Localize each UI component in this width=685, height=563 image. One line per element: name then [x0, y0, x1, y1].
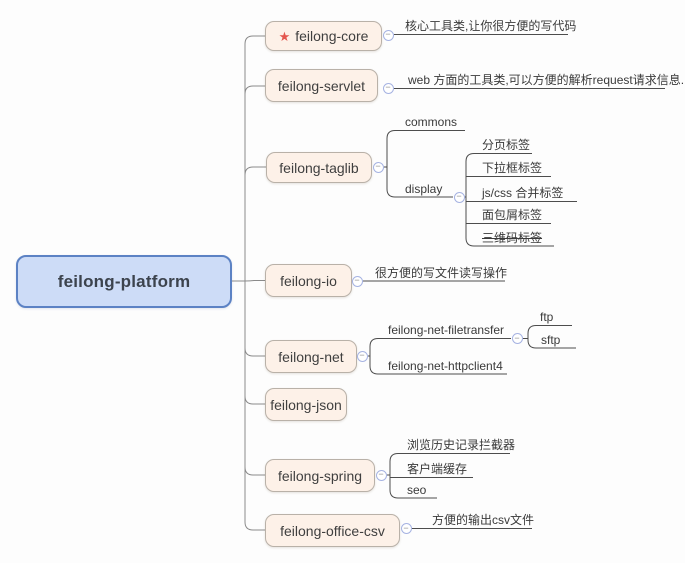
- minus-icon: −: [514, 332, 520, 343]
- subtopic-jscss-merge-tag[interactable]: js/css 合并标签: [482, 186, 564, 200]
- topic-label: feilong-core: [295, 28, 369, 44]
- minus-icon: −: [359, 350, 365, 360]
- subtopic-io-note[interactable]: 很方便的写文件读写操作: [375, 266, 508, 280]
- subtopic-dropdown-tag[interactable]: 下拉框标签: [482, 161, 543, 175]
- topic-feilong-net[interactable]: feilong-net: [265, 340, 357, 373]
- minus-icon: −: [385, 82, 391, 92]
- minus-icon: −: [375, 161, 381, 171]
- subtopic-sftp[interactable]: sftp: [541, 333, 561, 347]
- collapse-button-feilong-net[interactable]: −: [356, 350, 368, 362]
- collapse-button-display[interactable]: −: [453, 191, 465, 203]
- topic-feilong-spring[interactable]: feilong-spring: [265, 459, 375, 492]
- topic-label: feilong-net: [278, 348, 344, 365]
- subtopic-breadcrumb-tag[interactable]: 面包屑标签: [482, 208, 543, 222]
- minus-icon: −: [378, 469, 384, 479]
- subtopic-commons[interactable]: commons: [405, 115, 458, 129]
- subtopic-display[interactable]: display: [405, 182, 443, 196]
- collapse-button-feilong-taglib[interactable]: −: [372, 161, 384, 173]
- topic-label: feilong-io: [280, 272, 337, 289]
- spine-connectors: [232, 35, 266, 531]
- star-icon: ★: [278, 28, 291, 44]
- minus-icon: −: [354, 275, 360, 285]
- topic-label: feilong-servlet: [277, 77, 366, 94]
- topic-feilong-servlet[interactable]: feilong-servlet: [265, 69, 378, 102]
- subtopic-net-filetransfer[interactable]: feilong-net-filetransfer: [388, 323, 505, 337]
- collapse-button-feilong-io[interactable]: −: [351, 275, 363, 287]
- topic-label: feilong-office-csv: [280, 522, 385, 539]
- subtopic-servlet-note[interactable]: web 方面的工具类,可以方便的解析request请求信息....: [408, 73, 685, 87]
- root-topic-feilong-platform[interactable]: feilong-platform: [16, 255, 232, 308]
- topic-feilong-io[interactable]: feilong-io: [265, 264, 352, 297]
- collapse-button-feilong-office-csv[interactable]: −: [400, 522, 412, 534]
- collapse-button-feilong-servlet[interactable]: −: [382, 82, 394, 94]
- topic-label: feilong-json: [270, 396, 342, 413]
- collapse-button-feilong-core[interactable]: −: [382, 29, 394, 41]
- subtopic-seo[interactable]: seo: [407, 483, 427, 497]
- subtopic-office-csv-note[interactable]: 方便的输出csv文件: [432, 513, 535, 527]
- minus-icon: −: [385, 29, 391, 39]
- topic-label: feilong-taglib: [279, 159, 359, 176]
- branch-underlines: [363, 34, 665, 529]
- topic-feilong-json[interactable]: feilong-json: [265, 388, 347, 421]
- collapse-button-feilong-spring[interactable]: −: [375, 469, 387, 481]
- subtopic-ftp[interactable]: ftp: [540, 310, 554, 324]
- minus-icon: −: [403, 522, 409, 533]
- topic-feilong-taglib[interactable]: feilong-taglib: [266, 152, 372, 183]
- subtopic-history-interceptor[interactable]: 浏览历史记录拦截器: [407, 438, 516, 452]
- root-topic-label: feilong-platform: [57, 271, 191, 291]
- subtopic-client-cache[interactable]: 客户端缓存: [407, 462, 468, 476]
- subtopic-net-httpclient4[interactable]: feilong-net-httpclient4: [388, 359, 503, 373]
- minus-icon: −: [456, 191, 462, 201]
- topic-feilong-office-csv[interactable]: feilong-office-csv: [265, 514, 400, 547]
- collapse-button-filetransfer[interactable]: −: [511, 332, 523, 344]
- subtopic-core-note[interactable]: 核心工具类,让你很方便的写代码: [405, 19, 577, 33]
- subtopic-pagination-tag[interactable]: 分页标签: [482, 138, 531, 152]
- topic-feilong-core[interactable]: ★ feilong-core: [265, 21, 382, 51]
- subtopic-qrcode-tag-strikethrough[interactable]: 三维码标签: [482, 231, 543, 245]
- topic-label: feilong-spring: [277, 467, 363, 484]
